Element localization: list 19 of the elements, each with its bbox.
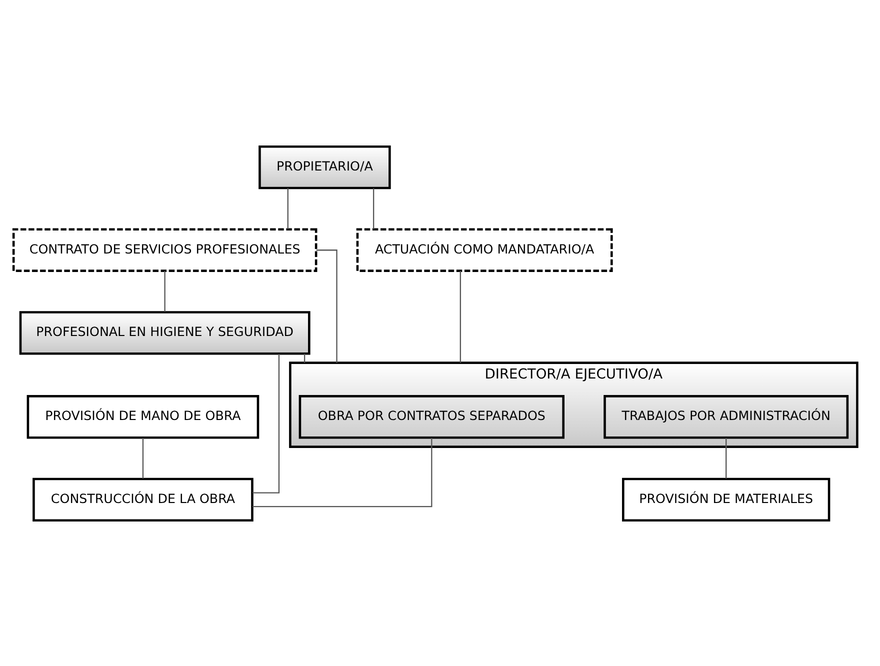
connector: [142, 437, 144, 478]
connector: [316, 249, 338, 362]
node-box: PROVISIÓN DE MATERIALES: [622, 477, 830, 522]
node-box: OBRA POR CONTRATOS SEPARADOS: [298, 394, 564, 438]
connector: [252, 353, 280, 493]
connector: [460, 270, 461, 362]
node-box: PROVISIÓN DE MANO DE OBRA: [26, 394, 260, 438]
node-box: TRABAJOS POR ADMINISTRACIÓN: [604, 394, 849, 438]
connector: [373, 188, 374, 228]
node-box: PROPIETARIO/A: [258, 144, 391, 189]
node-box: CONTRATO DE SERVICIOS PROFESIONALES: [12, 228, 318, 272]
connector: [304, 353, 306, 362]
node-box: ACTUACIÓN COMO MANDATARIO/A: [356, 228, 613, 272]
connector: [252, 437, 432, 507]
connector: [287, 188, 288, 228]
node-box: PROFESIONAL EN HIGIENE Y SEGURIDAD: [19, 310, 310, 354]
connector: [164, 270, 166, 312]
connector: [726, 437, 727, 478]
node-box: CONSTRUCCIÓN DE LA OBRA: [32, 477, 254, 522]
